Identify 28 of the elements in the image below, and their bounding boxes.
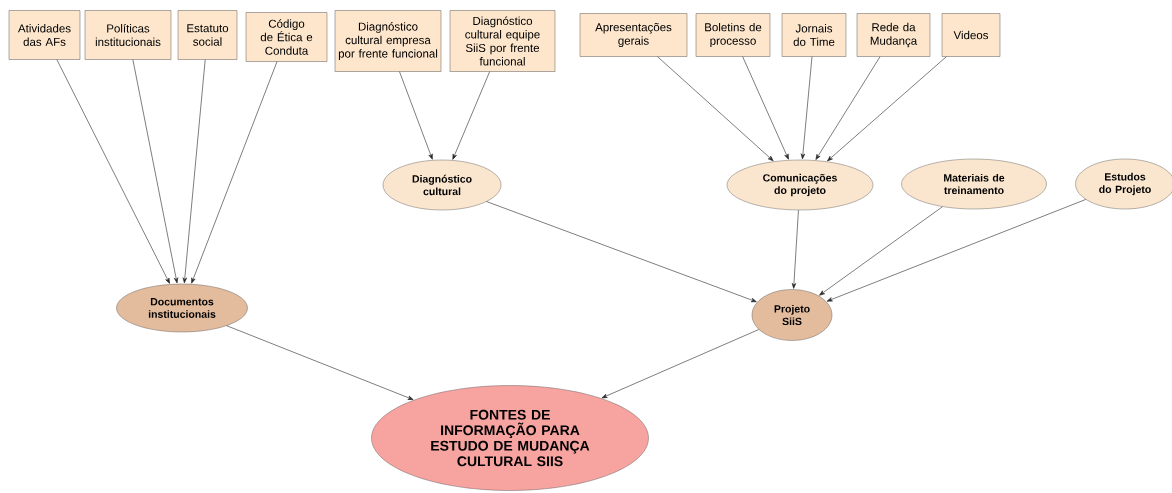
arrow: [486, 201, 757, 303]
source-box: Rede da Mudança: [856, 13, 931, 57]
arrow: [399, 71, 433, 160]
arrow: [791, 209, 799, 289]
arrow: [657, 56, 774, 162]
arrow: [132, 59, 179, 284]
source-box: Apresentações gerais: [579, 13, 688, 57]
arrow: [819, 206, 943, 296]
source-box: Jornais do Time: [781, 13, 847, 57]
arrow: [182, 59, 206, 284]
source-box: Diagnóstico cultural equipe SiiS por frente funcional: [449, 10, 556, 72]
arrow: [601, 329, 760, 399]
source-box: Diagnóstico cultural empresa por frente funcional: [334, 10, 442, 72]
source-box: Boletins de processo: [695, 13, 771, 57]
arrow: [56, 59, 170, 284]
arrow: [742, 56, 789, 160]
source-box: Estatuto social: [177, 10, 238, 60]
source-box: Código de Ética e Conduta: [245, 12, 328, 62]
arrow: [226, 325, 414, 400]
arrow: [452, 71, 490, 160]
arrow: [827, 56, 947, 162]
arrow: [826, 199, 1087, 302]
source-box: Videos: [941, 13, 1001, 57]
source-box: Atividades das AFs: [8, 10, 81, 60]
arrow: [800, 56, 813, 160]
arrow: [815, 56, 881, 160]
source-box: Políticas institucionais: [84, 10, 172, 60]
arrow: [191, 61, 278, 284]
